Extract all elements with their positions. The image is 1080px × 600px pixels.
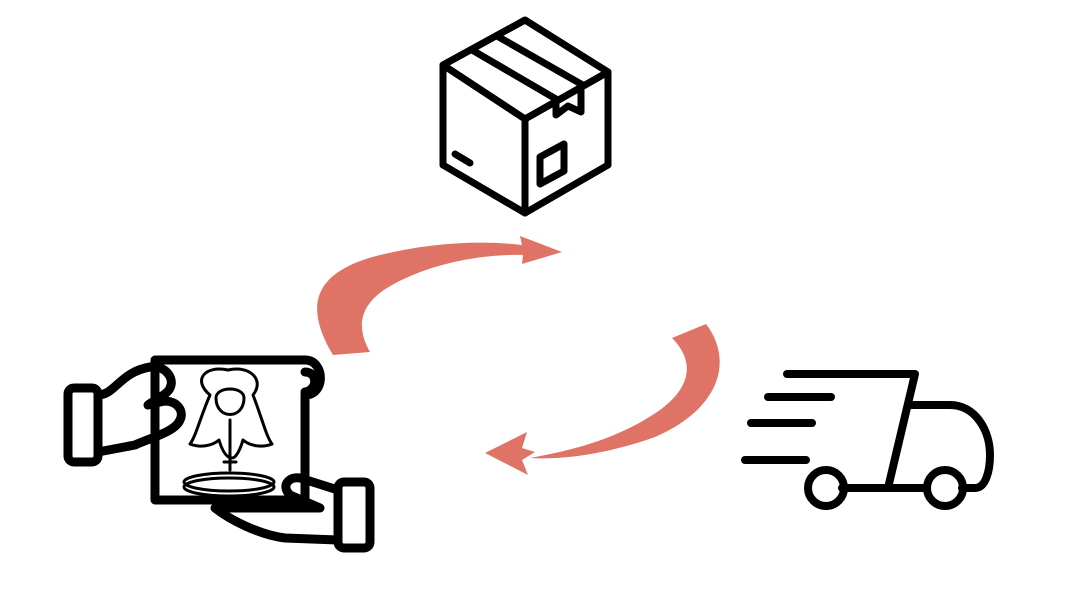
hands-holding-framed-product-icon bbox=[63, 355, 375, 553]
curved-arrow-icon bbox=[485, 432, 535, 475]
package-box-icon bbox=[439, 16, 612, 217]
curved-arc-icon bbox=[530, 324, 720, 459]
curved-arrow-icon bbox=[317, 236, 562, 355]
figure-icon bbox=[182, 367, 276, 498]
delivery-truck-icon bbox=[741, 370, 994, 510]
